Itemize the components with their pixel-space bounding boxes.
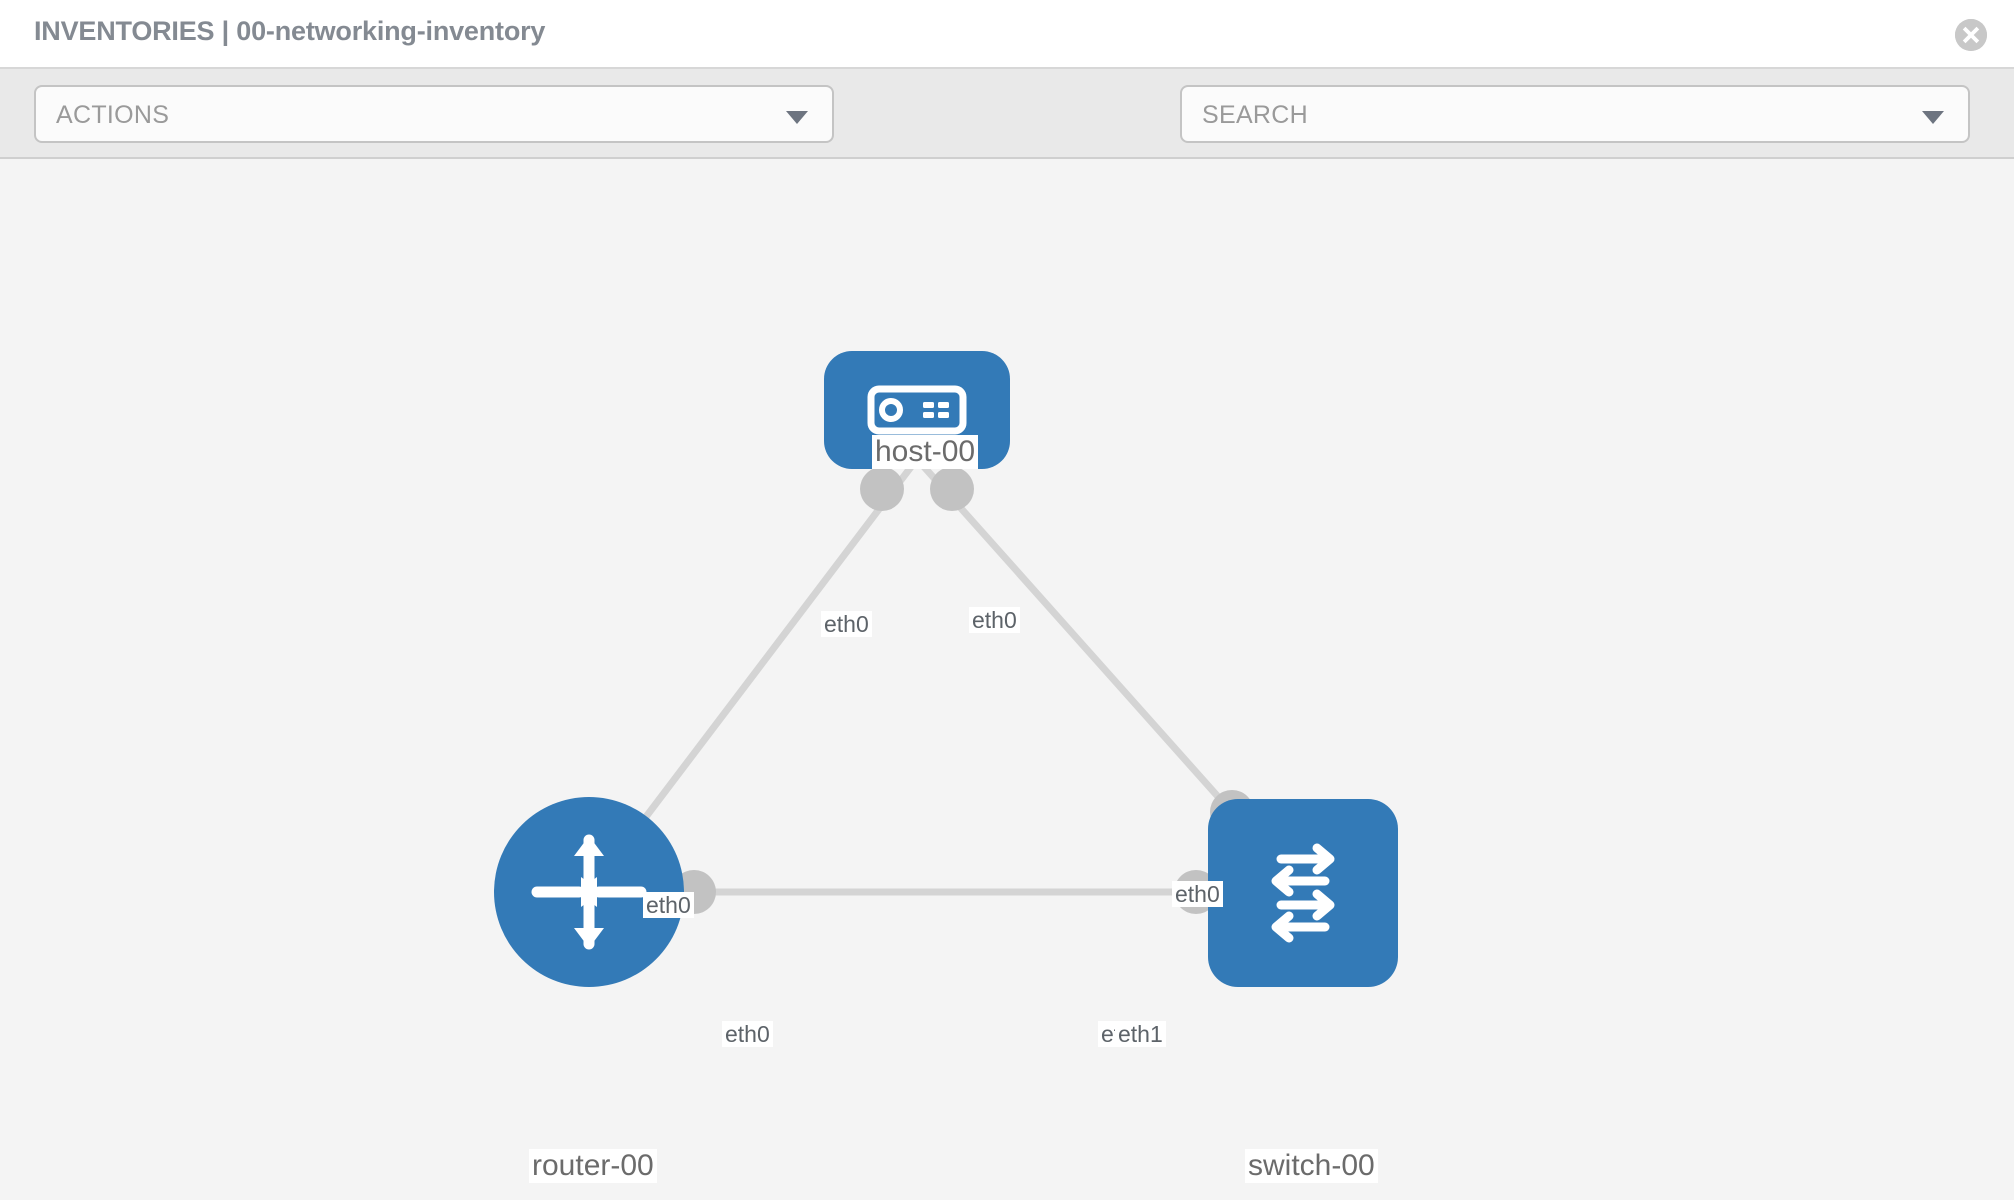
- chevron-down-icon: [1922, 111, 1944, 124]
- topology-ports: [672, 467, 1254, 914]
- close-icon[interactable]: [1955, 19, 1987, 51]
- iface-label-host-eth0-left: eth0: [821, 611, 872, 638]
- node-label-host-00: host-00: [872, 435, 979, 469]
- toolbar: ACTIONS SEARCH: [0, 69, 2014, 201]
- search-placeholder: SEARCH: [1202, 101, 1308, 129]
- topology-graph: [494, 351, 1398, 987]
- iface-label-switch-host-eth0: eth0: [1172, 881, 1223, 908]
- actions-dropdown-label: ACTIONS: [56, 101, 170, 129]
- node-switch-00[interactable]: [1208, 799, 1398, 987]
- node-router-00[interactable]: [494, 797, 684, 987]
- actions-dropdown[interactable]: ACTIONS: [34, 85, 834, 143]
- port-host-eth0-left[interactable]: [860, 467, 904, 511]
- chevron-down-icon: [786, 111, 808, 124]
- node-label-router-00: router-00: [529, 1149, 657, 1183]
- topology-links: [586, 456, 1306, 896]
- search-input[interactable]: SEARCH: [1180, 85, 1970, 143]
- iface-label-switch-eth1: eth1: [1115, 1021, 1166, 1048]
- topology-nodes: [494, 351, 1398, 987]
- iface-label-host-eth0-right: eth0: [969, 607, 1020, 634]
- iface-label-router-host-eth0: eth0: [643, 892, 694, 919]
- topology-canvas[interactable]: host-00 router-00 switch-00 eth0 eth0 et…: [0, 159, 2014, 1200]
- node-label-switch-00: switch-00: [1245, 1149, 1378, 1183]
- port-host-eth0-right[interactable]: [930, 467, 974, 511]
- iface-label-router-eth0: eth0: [722, 1021, 773, 1048]
- page-header: INVENTORIES | 00-networking-inventory: [0, 0, 2014, 69]
- page-title: INVENTORIES | 00-networking-inventory: [34, 16, 546, 46]
